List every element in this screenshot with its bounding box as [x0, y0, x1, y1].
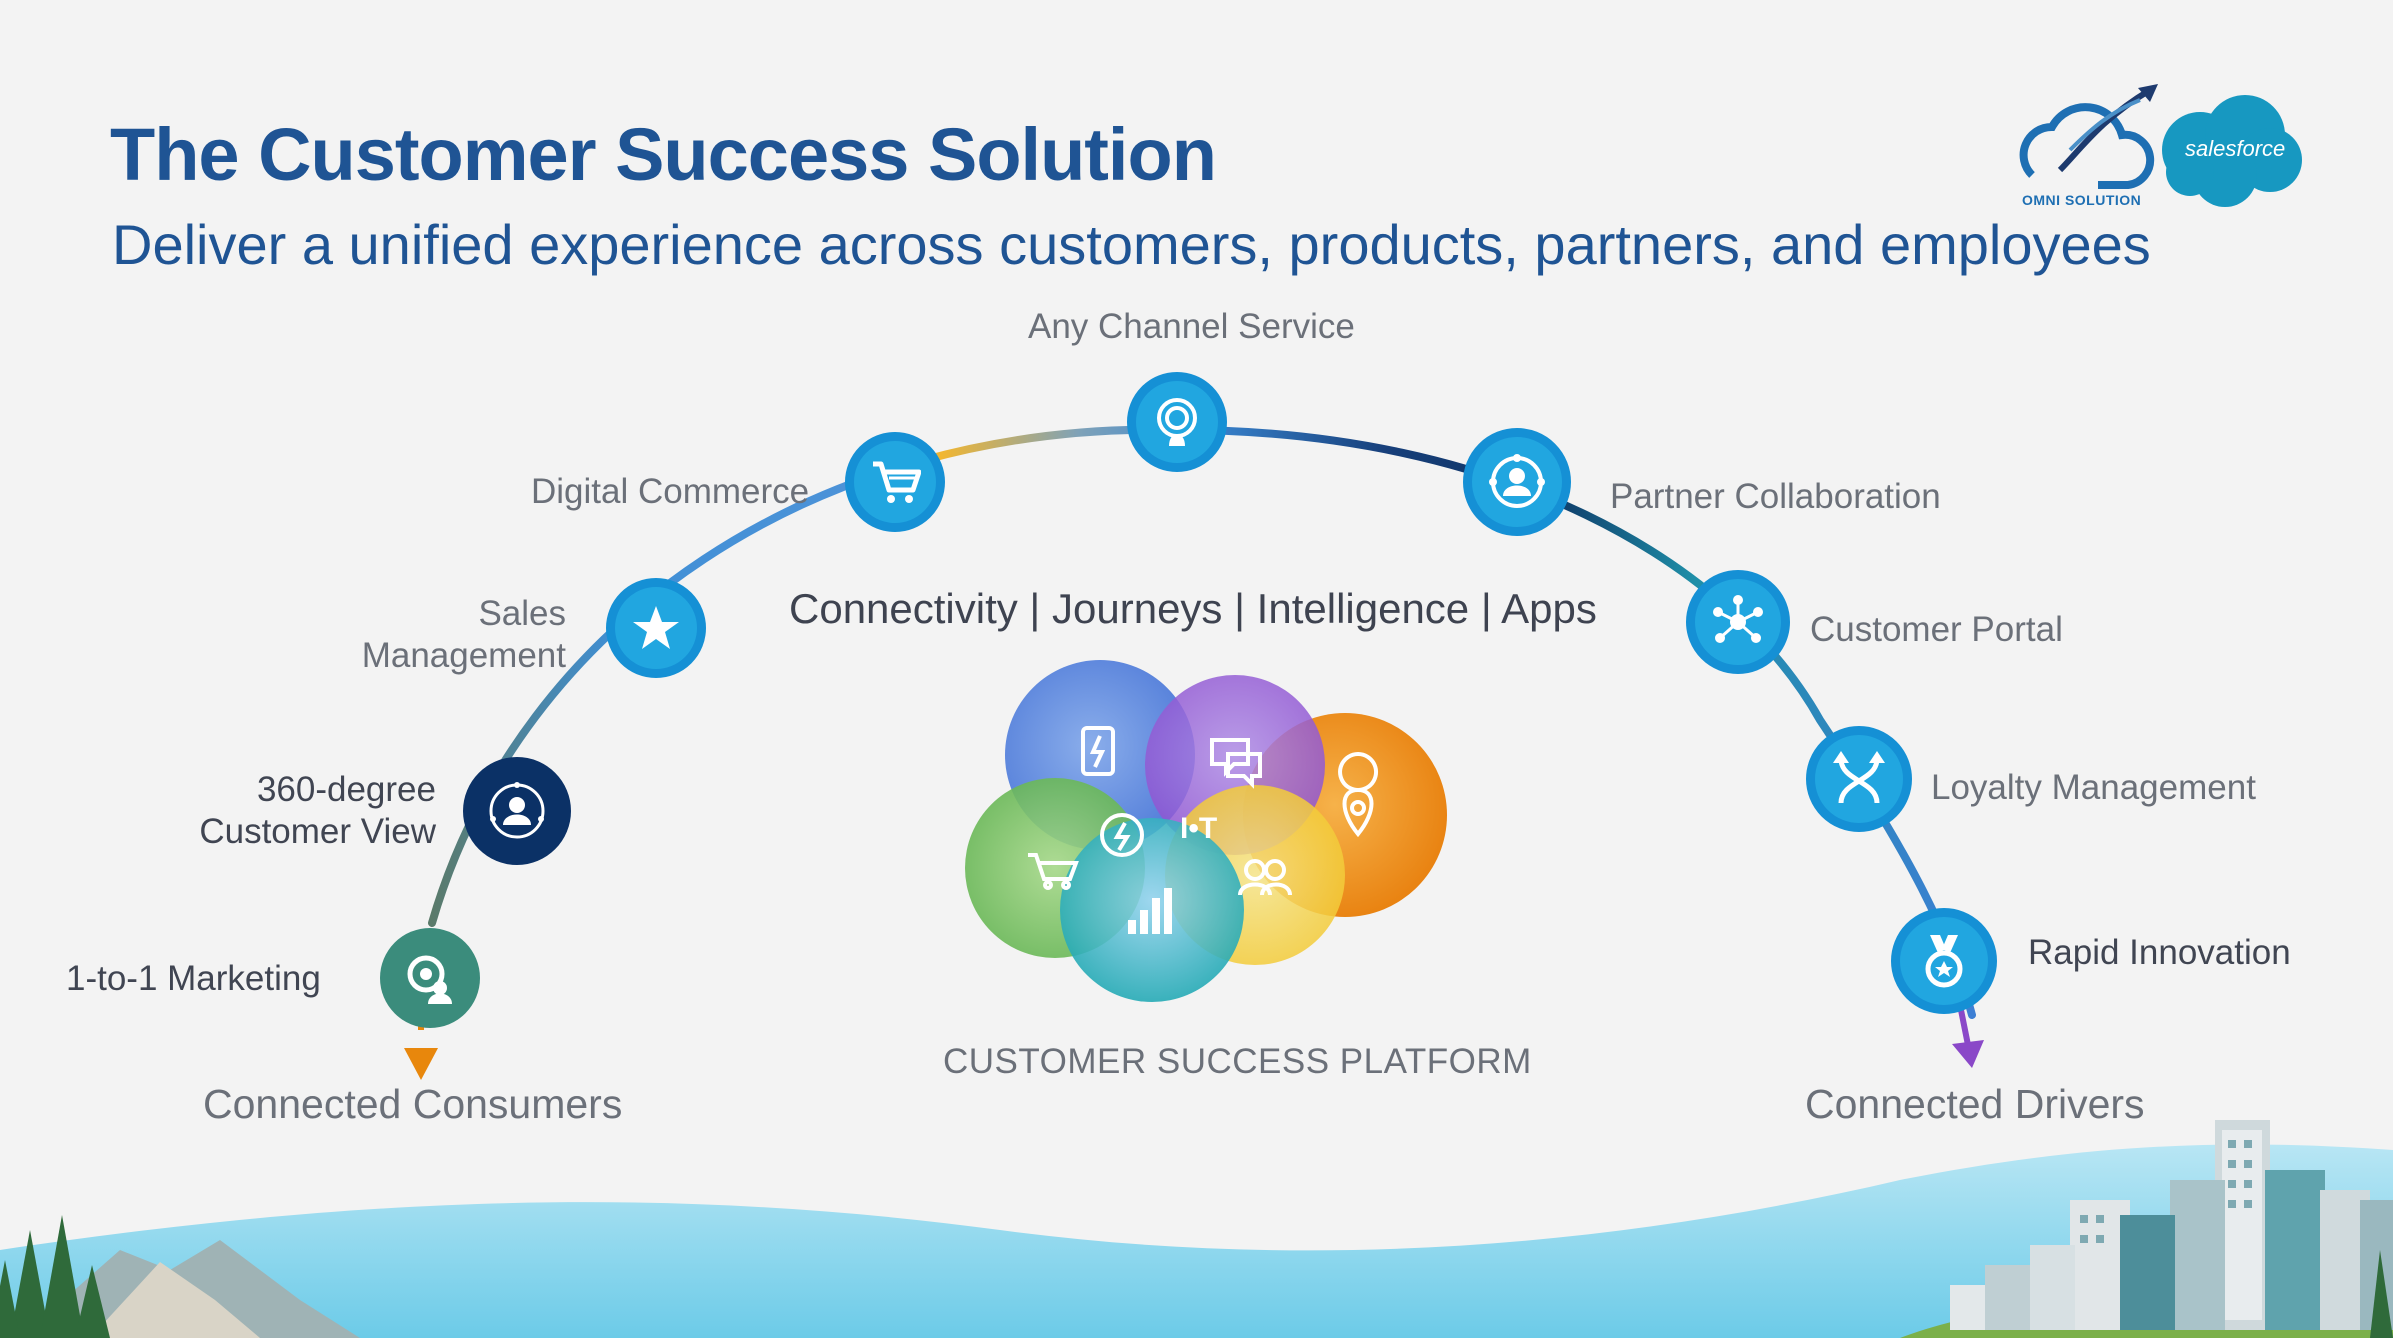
label-sales-2: Management	[361, 636, 566, 675]
node-any-channel[interactable]	[1127, 372, 1227, 472]
node-sales[interactable]	[606, 578, 706, 678]
location-icon	[1338, 752, 1379, 838]
node-loyalty[interactable]	[1806, 726, 1912, 832]
label-customer-view-2: Customer View	[199, 812, 436, 851]
page-title: The Customer Success Solution	[110, 113, 1217, 196]
city-skyline	[1900, 1120, 2393, 1338]
node-marketing[interactable]	[380, 928, 480, 1028]
partner-icon	[1489, 454, 1545, 508]
cart-icon	[873, 461, 921, 503]
marketing-icon	[407, 955, 452, 1004]
label-any-channel: Any Channel Service	[1028, 307, 1355, 346]
customer-view-icon	[489, 782, 545, 839]
node-digital-commerce[interactable]	[845, 432, 945, 532]
trees-left	[0, 1215, 110, 1338]
label-rapid-innovation: Rapid Innovation	[2028, 933, 2291, 972]
support-icon	[1157, 398, 1197, 446]
label-sales-1: Sales	[478, 594, 566, 633]
platform-label: CUSTOMER SUCCESS PLATFORM	[943, 1042, 1532, 1081]
node-customer-portal[interactable]	[1686, 570, 1790, 674]
arrow-right	[1952, 1040, 1984, 1068]
label-digital-commerce: Digital Commerce	[531, 472, 810, 511]
label-customer-view-1: 360-degree	[256, 770, 436, 809]
omni-logo-text: OMNI SOLUTION	[2022, 192, 2142, 208]
salesforce-logo-text: salesforce	[2185, 136, 2286, 161]
label-customer-portal: Customer Portal	[1810, 610, 2063, 649]
endpoint-left-label: Connected Consumers	[203, 1081, 623, 1127]
arrow-left	[404, 1048, 438, 1080]
endpoint-right-label: Connected Drivers	[1805, 1081, 2145, 1127]
pillars-text: Connectivity | Journeys | Intelligence |…	[789, 585, 1597, 632]
label-marketing: 1-to-1 Marketing	[66, 959, 321, 998]
omni-logo	[2019, 84, 2158, 189]
water-wave	[0, 1144, 2393, 1338]
network-icon	[1713, 595, 1763, 643]
bars-icon	[1128, 888, 1172, 934]
medal-icon	[1925, 935, 1963, 988]
cart-small-icon	[1028, 853, 1079, 881]
node-rapid-innovation[interactable]	[1891, 908, 1997, 1014]
salesforce-logo	[2162, 95, 2302, 207]
mobile-icon	[1081, 726, 1115, 776]
platform-cloud	[965, 660, 1447, 1002]
gear-icon	[1100, 813, 1144, 857]
node-customer-view[interactable]	[463, 757, 571, 865]
loyalty-icon	[1833, 751, 1885, 804]
label-partner: Partner Collaboration	[1610, 477, 1941, 516]
page-subtitle: Deliver a unified experience across cust…	[112, 213, 2151, 276]
node-partner[interactable]	[1463, 428, 1571, 536]
star-icon	[633, 606, 679, 649]
iot-icon-text: I•T	[1180, 812, 1218, 845]
label-loyalty: Loyalty Management	[1931, 768, 2256, 807]
